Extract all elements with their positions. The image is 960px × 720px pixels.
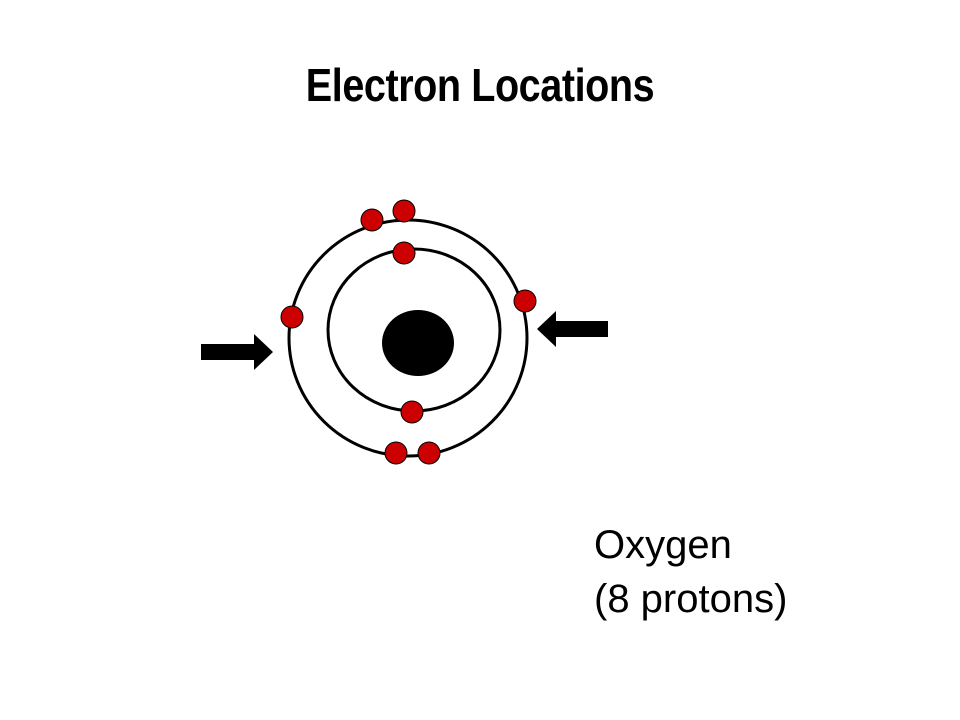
element-name: Oxygen bbox=[594, 523, 732, 567]
electron-outer-left bbox=[280, 305, 304, 329]
nucleus bbox=[382, 310, 454, 376]
electron-inner-top bbox=[392, 241, 416, 265]
electron-outer-bottom-right bbox=[417, 441, 441, 465]
slide-title: Electron Locations bbox=[305, 59, 655, 111]
electron-outer-top-right bbox=[392, 199, 416, 223]
electron-outer-top-left bbox=[360, 208, 384, 232]
element-caption: Oxygen (8 protons) bbox=[594, 518, 787, 626]
electron-inner-bottom bbox=[400, 400, 424, 424]
left-arrow-icon bbox=[201, 334, 273, 370]
proton-count: (8 protons) bbox=[594, 577, 788, 621]
electron-outer-right bbox=[513, 289, 537, 313]
right-arrow-icon bbox=[537, 311, 608, 347]
electron-outer-bottom-left bbox=[384, 441, 408, 465]
